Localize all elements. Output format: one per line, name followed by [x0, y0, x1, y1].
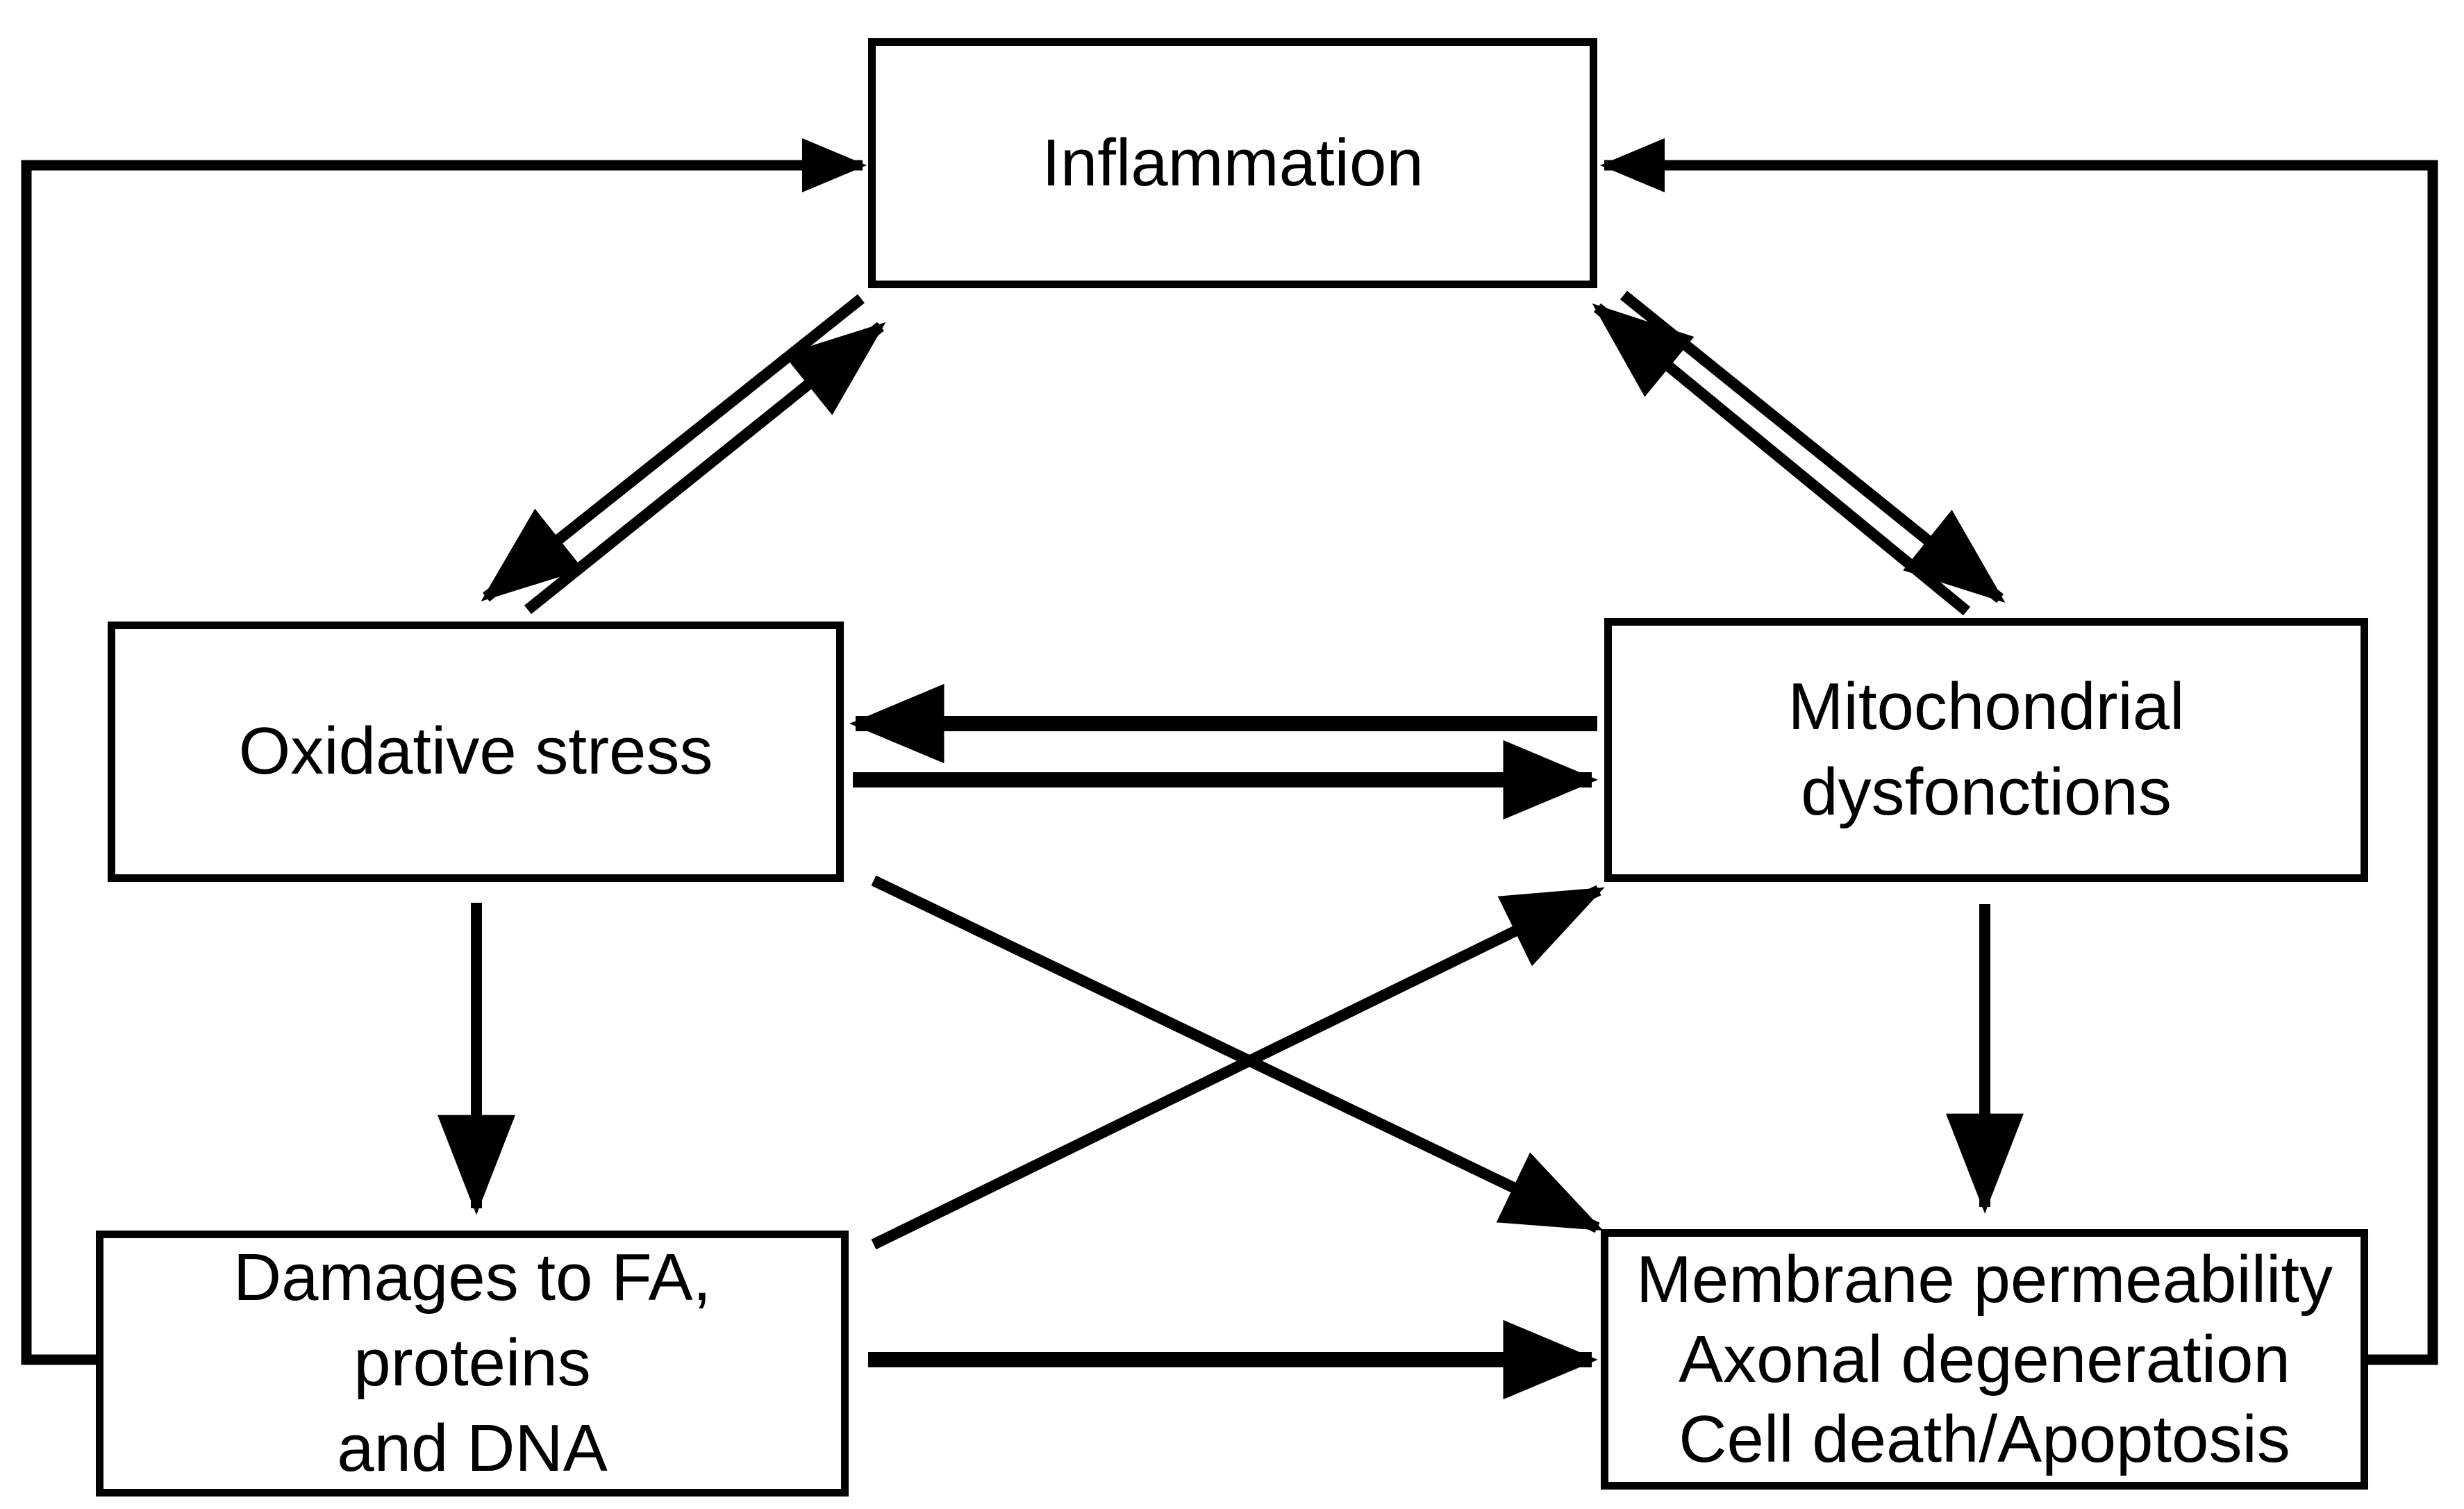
edge-oxidative-to-outcomes: [871, 875, 1604, 1233]
node-mitochondrial-dysfonctions-label: Mitochondrial dysfonctions: [1788, 669, 2185, 829]
edge-inflammation-to-mitochondrial: [1620, 290, 2006, 603]
node-membrane-permeability-outcomes-label: Membrane permeability Axonal degeneratio…: [1635, 1242, 2333, 1477]
edge-damages-to-inflammation: [21, 138, 867, 1365]
edge-oxidative-to-inflammation: [524, 322, 886, 615]
node-oxidative-stress-label: Oxidative stress: [238, 714, 713, 789]
edge-mitochondrial-to-inflammation: [1592, 303, 1971, 616]
node-damages-to-fa-proteins-dna-label: Damages to FA, proteins and DNA: [233, 1240, 712, 1485]
node-inflammation-label: Inflammation: [1042, 125, 1424, 200]
edge-outcomes-to-inflammation: [1600, 137, 2438, 1365]
node-oxidative-stress[interactable]: Oxidative stress: [108, 622, 844, 882]
node-damages-to-fa-proteins-dna[interactable]: Damages to FA, proteins and DNA: [96, 1231, 849, 1497]
edge-damages-to-mitochondrial: [871, 885, 1605, 1250]
node-inflammation[interactable]: Inflammation: [868, 38, 1597, 288]
node-mitochondrial-dysfonctions[interactable]: Mitochondrial dysfonctions: [1604, 618, 2368, 882]
node-membrane-permeability-outcomes[interactable]: Membrane permeability Axonal degeneratio…: [1601, 1229, 2368, 1490]
edge-inflammation-to-oxidative: [481, 294, 865, 602]
